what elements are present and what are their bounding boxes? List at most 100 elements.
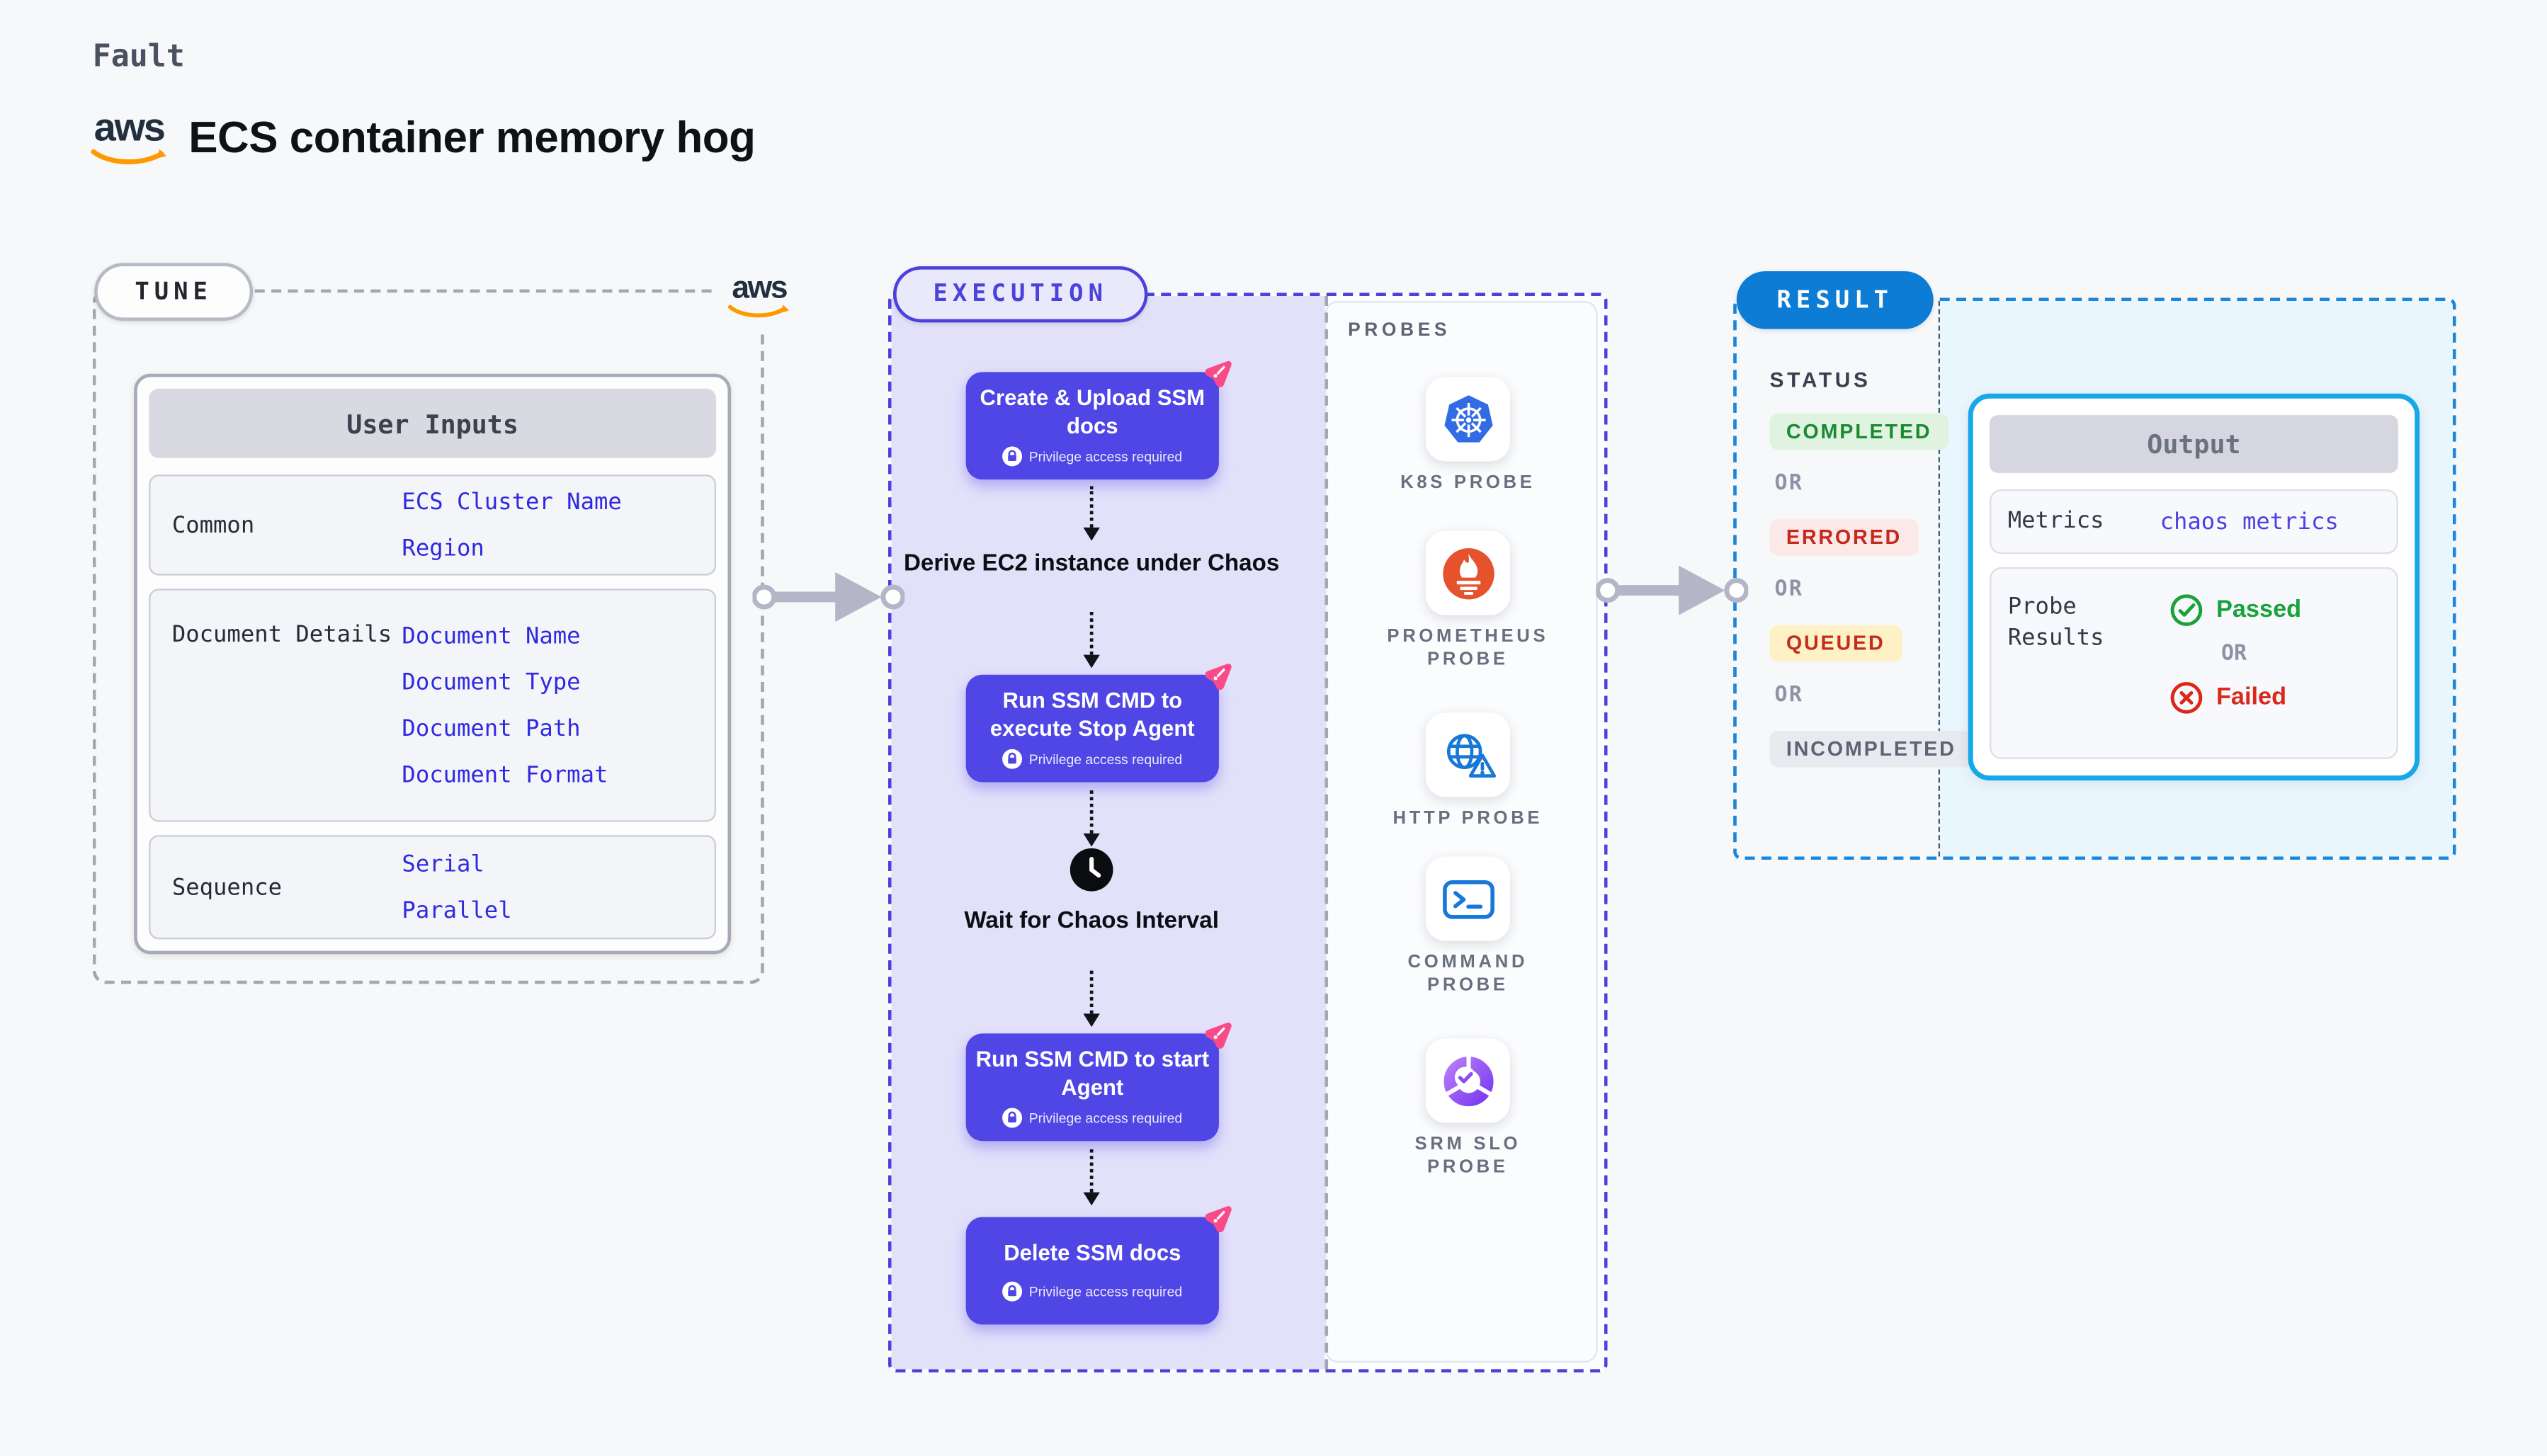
row-value: Document Name <box>402 622 581 649</box>
row-value: ECS Cluster Name <box>402 489 622 516</box>
probe-card <box>1425 1038 1510 1123</box>
lock-icon <box>1002 1108 1023 1128</box>
status-list: COMPLETED OR ERRORED OR QUEUED OR INCOMP… <box>1769 413 1973 768</box>
output-panel: Output Metrics chaos metrics Probe Resul… <box>1968 393 2420 781</box>
status-badge-errored: ERRORED <box>1769 519 1919 556</box>
row-label: Common <box>171 511 255 539</box>
tune-section: TUNE aws User Inputs Common ECS Cluster … <box>92 259 804 984</box>
flow-arrow-tune-to-execution <box>752 571 905 622</box>
probe-label: PROMETHEUS PROBE <box>1387 626 1549 669</box>
x-circle-icon <box>2170 682 2203 714</box>
flow-arrow-execution-to-result <box>1596 565 1749 615</box>
fault-kicker: Fault <box>92 40 185 75</box>
page-title: ECS container memory hog <box>188 112 756 162</box>
table-row: Document Details Document Name Document … <box>149 588 717 822</box>
probe-results-row: Probe Results Passed OR <box>1990 567 2398 759</box>
step-derive-ec2-instance: Derive EC2 instance under Chaos <box>904 550 1280 577</box>
aws-smile-icon <box>91 149 166 165</box>
chaos-ribbon-icon <box>1205 360 1232 387</box>
probes-panel <box>1324 300 1598 1363</box>
metrics-value: chaos metrics <box>2160 508 2339 535</box>
probe-command: COMMAND PROBE <box>1324 856 1611 997</box>
step-run-ssm-cmd-start-agent: Run SSM CMD to start Agent Privilege acc… <box>965 1022 1232 1142</box>
probes-title: PROBES <box>1348 321 1451 341</box>
lock-icon <box>1002 1282 1023 1302</box>
dotted-arrow <box>1083 486 1100 541</box>
dotted-arrow <box>1083 790 1100 847</box>
or-separator: OR <box>1774 576 1804 602</box>
row-value: Serial <box>402 851 484 877</box>
row-label: Document Details <box>171 621 392 649</box>
status-title: STATUS <box>1769 367 1871 392</box>
aws-logo: aws <box>91 108 166 167</box>
passed-label: Passed <box>2216 596 2302 624</box>
result-badge: RESULT <box>1736 271 1934 329</box>
passed-row: Passed <box>2170 592 2302 628</box>
prometheus-icon <box>1442 547 1494 599</box>
privilege-note: Privilege access required <box>1002 1108 1183 1128</box>
failed-row: Failed <box>2170 680 2302 716</box>
probe-results-label: Probe Results <box>2007 593 2104 652</box>
metrics-row: Metrics chaos metrics <box>1990 489 2398 554</box>
output-header: Output <box>1990 415 2398 473</box>
aws-logo-text: aws <box>732 271 788 306</box>
row-value: Document Path <box>402 715 581 742</box>
result-divider <box>1938 300 1941 857</box>
probe-http: HTTP PROBE <box>1324 712 1611 831</box>
aws-corner-logo: aws <box>714 259 804 334</box>
chaos-ribbon-icon <box>1205 664 1232 690</box>
step-title: Delete SSM docs <box>1004 1239 1181 1265</box>
probe-label: K8S PROBE <box>1400 472 1536 493</box>
step-create-upload-ssm-docs: Create & Upload SSM docs Privilege acces… <box>965 360 1232 480</box>
failed-label: Failed <box>2216 684 2287 712</box>
user-inputs-header: User Inputs <box>149 388 717 458</box>
lock-icon <box>1002 446 1023 467</box>
probe-card <box>1425 712 1510 797</box>
probe-card <box>1425 377 1510 462</box>
slo-donut-check-icon <box>1443 1054 1493 1105</box>
probe-label: HTTP PROBE <box>1392 808 1543 829</box>
chaos-ribbon-icon <box>1205 1022 1232 1049</box>
privilege-note-text: Privilege access required <box>1028 1109 1183 1127</box>
status-badge-queued: QUEUED <box>1769 625 1902 662</box>
probe-card <box>1425 530 1510 615</box>
or-separator: OR <box>1774 471 1804 496</box>
probe-prometheus: PROMETHEUS PROBE <box>1324 530 1611 671</box>
probe-card <box>1425 856 1510 941</box>
probe-k8s: K8S PROBE <box>1324 377 1611 495</box>
step-run-ssm-cmd-stop-agent: Run SSM CMD to execute Stop Agent Privil… <box>965 664 1232 783</box>
step-title: Run SSM CMD to start Agent <box>975 1047 1210 1099</box>
user-inputs-rows: Common ECS Cluster Name Region Document … <box>149 474 717 940</box>
step-title: Run SSM CMD to execute Stop Agent <box>989 688 1195 740</box>
table-row: Sequence Serial Parallel <box>149 835 717 940</box>
http-globe-warning-icon <box>1446 733 1495 777</box>
step-title: Create & Upload SSM docs <box>980 385 1206 438</box>
row-value: Region <box>402 535 484 562</box>
probe-label: COMMAND PROBE <box>1407 952 1528 995</box>
tune-badge: TUNE <box>94 263 254 322</box>
aws-smile-icon <box>727 305 789 318</box>
dotted-arrow <box>1083 970 1100 1028</box>
privilege-note: Privilege access required <box>1002 1282 1182 1302</box>
execution-section: EXECUTION PROBES Create & Upload SSM doc… <box>887 266 1611 1373</box>
check-circle-icon <box>2170 594 2203 626</box>
privilege-note-text: Privilege access required <box>1028 1283 1183 1300</box>
privilege-note: Privilege access required <box>1002 749 1182 769</box>
probe-label: SRM SLO PROBE <box>1414 1134 1521 1177</box>
execution-badge: EXECUTION <box>892 266 1148 323</box>
dotted-arrow <box>1083 611 1100 669</box>
status-badge-completed: COMPLETED <box>1769 413 1948 450</box>
clock-icon <box>1070 848 1113 892</box>
user-inputs-card: User Inputs Common ECS Cluster Name Regi… <box>134 373 732 955</box>
wait-step <box>1068 847 1114 902</box>
metrics-label: Metrics <box>2007 507 2104 535</box>
status-badge-incompleted: INCOMPLETED <box>1769 731 1973 768</box>
step-wait-for-chaos-interval: Wait for Chaos Interval <box>964 907 1219 935</box>
row-value: Document Format <box>402 761 608 788</box>
title-row: aws ECS container memory hog <box>91 108 756 167</box>
row-value: Parallel <box>402 897 512 924</box>
privilege-note-text: Privilege access required <box>1028 751 1183 768</box>
probe-srm-slo: SRM SLO PROBE <box>1324 1038 1611 1178</box>
row-value: Document Type <box>402 669 581 695</box>
